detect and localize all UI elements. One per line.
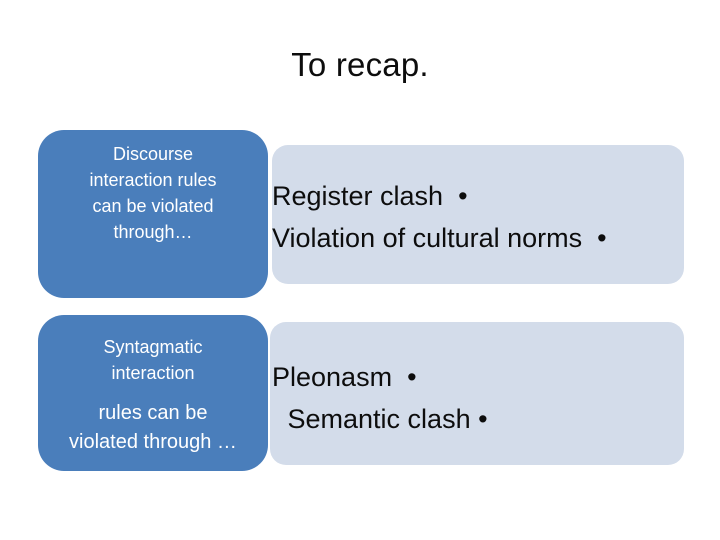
- callout-text-row-2-part-1: Syntagmatic interaction: [103, 337, 203, 383]
- page-title: To recap.: [291, 46, 429, 83]
- list-item: Semantic clash •: [280, 404, 488, 434]
- content-panel-row-2: [270, 322, 684, 465]
- callout-box-row-2: [38, 315, 268, 471]
- list-item: Register clash •: [272, 181, 468, 211]
- callout-text-row-2-part-2: rules can be violated through …: [69, 402, 237, 453]
- list-item: Pleonasm •: [272, 362, 417, 392]
- list-item: Violation of cultural norms •: [272, 223, 607, 253]
- callout-text-row-1: Discourse interaction rules can be viola…: [89, 144, 217, 242]
- content-panel-row-1: [272, 145, 684, 284]
- callout-box-row-1: [38, 130, 268, 298]
